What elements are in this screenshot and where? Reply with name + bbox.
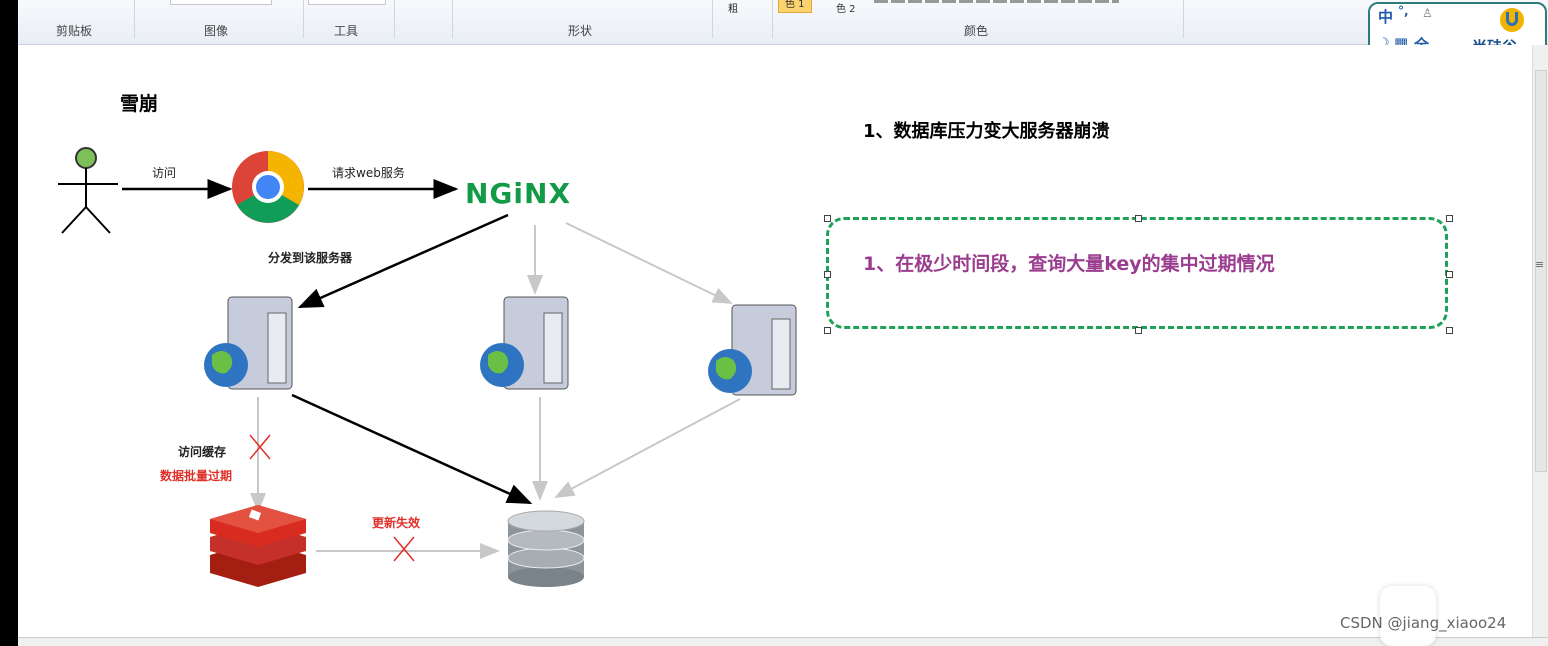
ime-lang[interactable]: 中 <box>1378 6 1393 27</box>
arrow-server1-db <box>292 395 530 503</box>
label-cache: 访问缓存 <box>178 443 226 460</box>
color2-button[interactable]: 色 2 <box>836 0 856 15</box>
resize-handle[interactable] <box>1446 327 1453 334</box>
color1-button[interactable]: 色 1 <box>778 0 812 13</box>
drawing-canvas[interactable]: 雪崩 <box>18 45 1533 637</box>
separator <box>712 0 713 38</box>
vertical-scroll-thumb[interactable] <box>1535 70 1547 472</box>
label-expire: 数据批量过期 <box>160 467 232 484</box>
user-icon <box>58 148 118 233</box>
resize-handle[interactable] <box>1446 215 1453 222</box>
server-icon-1 <box>204 297 292 389</box>
server-icon-2 <box>480 297 568 389</box>
resize-handle[interactable] <box>824 215 831 222</box>
label-update: 更新失效 <box>372 514 420 531</box>
server-icon-3 <box>708 305 796 395</box>
arrow-server3-db <box>556 399 740 497</box>
redis-icon <box>210 505 306 587</box>
textbox-text[interactable]: 1、在极少时间段，查询大量key的集中过期情况 <box>863 249 1275 276</box>
resize-handle[interactable] <box>824 327 831 334</box>
size-button[interactable]: 粗 <box>728 0 738 15</box>
chrome-icon <box>232 151 304 223</box>
group-tools: 工具 <box>334 22 358 39</box>
separator <box>452 0 453 38</box>
separator <box>303 0 304 38</box>
paint-window: 剪贴板 图像 工具 形状 粗 色 1 色 2 颜色 中 °, ♙ ☽ ▦ 全 尚… <box>18 0 1548 646</box>
image-tool-box[interactable] <box>170 0 272 5</box>
note-point1: 1、数据库压力变大服务器崩溃 <box>863 117 1110 143</box>
resize-handle[interactable] <box>824 271 831 278</box>
resize-handle[interactable] <box>1135 327 1142 334</box>
ribbon: 剪贴板 图像 工具 形状 粗 色 1 色 2 颜色 <box>18 0 1548 45</box>
tools-box[interactable] <box>308 0 386 5</box>
group-clipboard: 剪贴板 <box>56 22 92 39</box>
separator <box>134 0 135 38</box>
group-colors: 颜色 <box>964 22 988 39</box>
group-shapes: 形状 <box>568 22 592 39</box>
separator <box>394 0 395 38</box>
scroll-grip-icon: ≡ <box>1535 258 1544 271</box>
database-icon <box>508 511 584 587</box>
label-dispatch: 分发到该服务器 <box>268 249 352 266</box>
watermark: CSDN @jiang_xiaoo24 <box>1340 614 1506 632</box>
resize-handle[interactable] <box>1446 271 1453 278</box>
separator <box>772 0 773 38</box>
brand-logo-icon <box>1500 8 1524 32</box>
color-swatches[interactable] <box>874 0 1119 3</box>
ime-user-icon[interactable]: ♙ <box>1422 6 1433 20</box>
group-image: 图像 <box>204 22 228 39</box>
nginx-logo: NGiNX <box>465 177 571 210</box>
separator <box>1183 0 1184 38</box>
cross-cache-icon <box>250 435 270 459</box>
horizontal-scrollbar[interactable] <box>18 637 1548 646</box>
avalanche-diagram <box>18 45 838 605</box>
label-request: 请求web服务 <box>332 164 405 181</box>
cross-update-icon <box>394 537 414 561</box>
label-visit: 访问 <box>152 164 176 181</box>
ime-punct[interactable]: °, <box>1398 4 1409 18</box>
resize-handle[interactable] <box>1135 215 1142 222</box>
arrow-nginx-server3 <box>566 223 731 303</box>
